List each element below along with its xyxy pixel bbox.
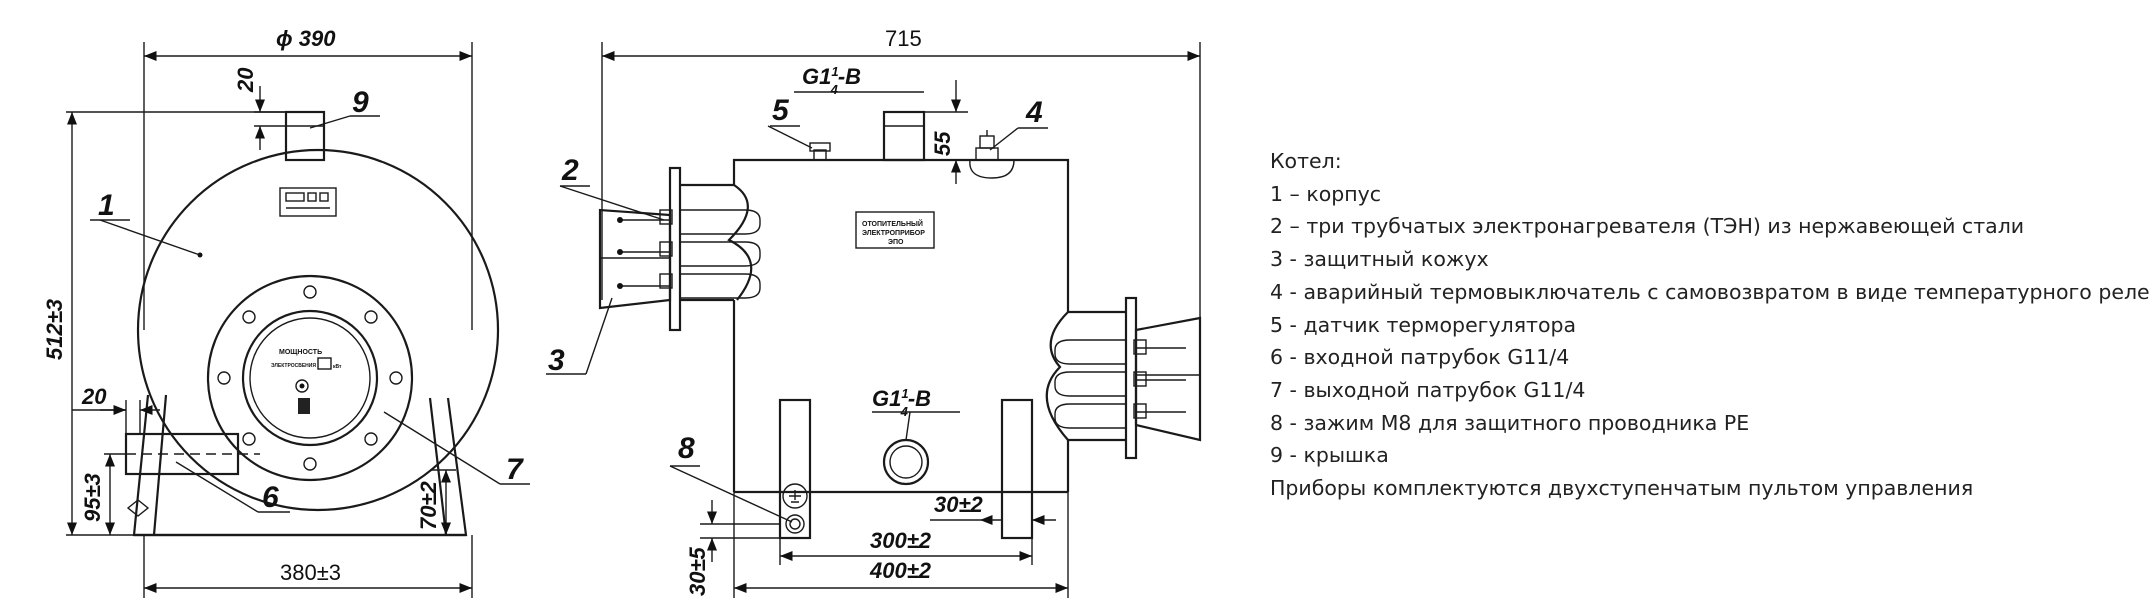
legend-title: Котел:: [1270, 149, 1342, 173]
callout-9: 7: [506, 453, 524, 486]
control-display: [279, 187, 337, 217]
dim-400: 400±2: [869, 558, 932, 583]
svg-text:ОТОПИТЕЛЬНЫЙ: ОТОПИТЕЛЬНЫЙ: [862, 219, 923, 228]
outlet-pipe: [284, 110, 326, 162]
callout-6: 6: [262, 481, 279, 514]
dim-leg: 70±2: [416, 480, 441, 530]
legend-footer: Приборы комплектуются двухступенчатым пу…: [1270, 476, 1974, 501]
legend-item-8: 8 - зажим М8 для защитного проводника РЕ: [1270, 410, 1750, 435]
legend-item-7: 7 - выходной патрубок G11/4: [1270, 377, 1586, 402]
outlet-pipe-side: [882, 110, 926, 162]
legend-item-5: 5 - датчик терморегулятора: [1270, 312, 1577, 337]
dim-55: 55: [930, 131, 955, 156]
cover-label: МОЩНОСТЬ: [279, 349, 322, 356]
cover-unit: кВт: [333, 364, 342, 370]
svg-text:ЭЛЕКТРОПРИБОР: ЭЛЕКТРОПРИБОР: [862, 230, 925, 237]
heater-cluster-right: [1045, 296, 1202, 460]
dim-top-pipe: 20: [233, 67, 258, 93]
callout-3: 3: [548, 344, 565, 377]
front-view: МОЩНОСТЬ ЭЛЕКТРОСВЕНИЯ кВт ϕ 390 20 512±…: [42, 26, 530, 598]
callout-4: 4: [1025, 96, 1043, 129]
legend-item-4: 4 - аварийный термовыключатель с самовоз…: [1270, 279, 2150, 304]
callout-7: 9: [352, 86, 369, 119]
leg-left: [778, 398, 812, 540]
cover-bolts: [217, 285, 403, 471]
legend-item-3: 3 - защитный кожух: [1270, 247, 1489, 272]
dim-30: 30±2: [934, 492, 984, 517]
nameplate: [855, 211, 935, 249]
dim-width: 380±3: [280, 560, 341, 585]
boiler-body: [136, 148, 500, 512]
dim-length: 715: [885, 26, 922, 51]
leg-right: [1000, 398, 1034, 540]
callout-2: 2: [561, 154, 579, 187]
dim-diameter: ϕ 390: [276, 26, 336, 51]
cover-sublabel: ЭЛЕКТРОСВЕНИЯ: [271, 363, 316, 369]
cover-plate: [206, 274, 414, 482]
legend: Котел: 1 – корпус 2 – три трубчатых элек…: [1270, 145, 2150, 505]
dim-300: 300±2: [870, 528, 932, 553]
legend-item-1: 1 – корпус: [1270, 181, 1382, 206]
dim-side-pipe: 20: [81, 384, 107, 409]
heater-cluster-left: [598, 166, 761, 332]
legend-item-6: 6 - входной патрубок G11/4: [1270, 345, 1570, 370]
callout-8: 8: [678, 432, 695, 465]
legend-item-9: 9 - крышка: [1270, 443, 1389, 468]
dim-height: 512±3: [42, 299, 67, 360]
side-view: ОТОПИТЕЛЬНЫЙ ЭЛЕКТРОПРИБОР ЭПО: [546, 26, 1202, 598]
legend-item-2: 2 – три трубчатых электронагревателя (ТЭ…: [1270, 214, 2025, 239]
svg-text:ЭПО: ЭПО: [888, 239, 904, 246]
dim-30-5: 30±5: [685, 546, 710, 596]
callout-1: 1: [98, 189, 115, 222]
callout-5: 5: [772, 94, 790, 127]
dim-pipe-height: 95±3: [80, 473, 105, 522]
